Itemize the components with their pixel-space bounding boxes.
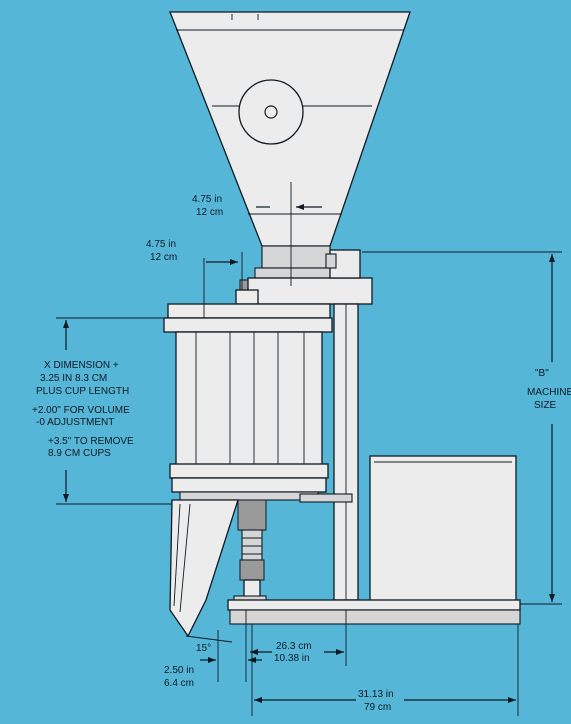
dim-chute-angle: 15° bbox=[185, 635, 233, 654]
base-plate bbox=[227, 599, 521, 625]
b-dimension-line1: "B" bbox=[535, 368, 549, 379]
support-column bbox=[299, 303, 359, 601]
inlet-offset-in: 4.75 in bbox=[192, 194, 222, 205]
inlet-offset-cm: 12 cm bbox=[196, 207, 223, 218]
top-plate bbox=[235, 249, 373, 305]
chute-offset-cm: 6.4 cm bbox=[164, 678, 194, 689]
chute-angle: 15° bbox=[196, 643, 211, 654]
b-dimension-line2: MACHINE bbox=[527, 387, 571, 398]
x-dimension-line3: PLUS CUP LENGTH bbox=[36, 386, 129, 397]
volume-line1: +2.00" FOR VOLUME bbox=[32, 405, 130, 416]
dim-chute-offset: 2.50 in 6.4 cm bbox=[164, 610, 262, 689]
b-dimension-line3: SIZE bbox=[534, 400, 557, 411]
column-offset-cm: 26.3 cm bbox=[276, 641, 312, 652]
base-width-in: 31.13 in bbox=[358, 689, 394, 700]
dim-x: X DIMENSION + 3.25 IN 8.3 CM PLUS CUP LE… bbox=[32, 317, 172, 505]
column-offset-in: 10.38 in bbox=[274, 653, 310, 664]
motor-housing bbox=[369, 455, 517, 609]
remove-line2: 8.9 CM CUPS bbox=[48, 448, 111, 459]
dim-column-offset: 26.3 cm 10.38 in bbox=[250, 610, 347, 666]
x-dimension-line2: 3.25 IN 8.3 CM bbox=[40, 373, 107, 384]
chute-offset-in: 2.50 in bbox=[164, 665, 194, 676]
hopper-offset-in: 4.75 in bbox=[146, 239, 176, 250]
dim-b: "B" MACHINE SIZE bbox=[362, 251, 571, 605]
dim-inlet-offset: 4.75 in 12 cm bbox=[192, 182, 322, 286]
dim-base-width: 31.13 in 79 cm bbox=[251, 624, 519, 716]
volume-line2: -0 ADJUSTMENT bbox=[36, 417, 114, 428]
base-width-cm: 79 cm bbox=[364, 702, 391, 713]
drive-shaft bbox=[233, 499, 267, 607]
hopper-offset-cm: 12 cm bbox=[150, 252, 177, 263]
hopper bbox=[169, 11, 411, 247]
dim-hopper-offset: 4.75 in 12 cm bbox=[146, 239, 243, 318]
remove-line1: +3.5" TO REMOVE bbox=[48, 436, 134, 447]
filler-drum bbox=[163, 303, 333, 501]
discharge-chute bbox=[169, 499, 239, 638]
x-dimension-line1: X DIMENSION + bbox=[44, 360, 119, 371]
